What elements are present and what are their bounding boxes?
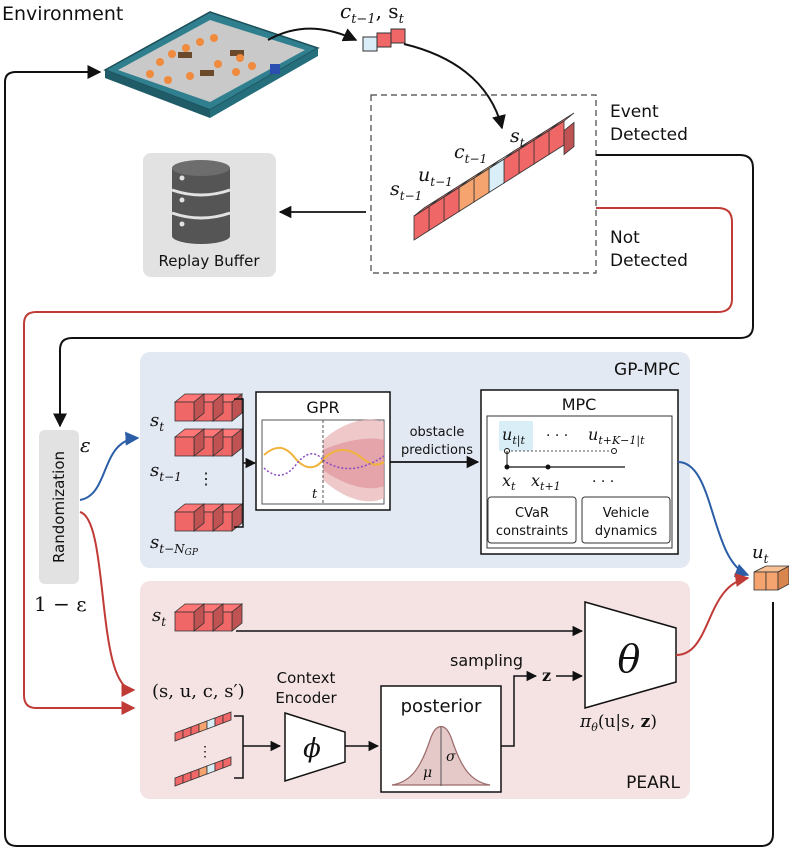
sigma-label: σ xyxy=(446,749,456,765)
feedback-loop-line xyxy=(4,65,774,847)
gp-state-stack xyxy=(173,393,244,532)
replay-buffer-label: Replay Buffer xyxy=(158,252,260,270)
obstacle-predictions-line1: obstacle xyxy=(410,425,465,440)
vehicle-line2: dynamics xyxy=(595,524,658,539)
policy-network-shape xyxy=(584,601,677,709)
gp-state-label-0: st xyxy=(150,410,164,434)
environment-icon xyxy=(103,11,320,118)
cvar-line1: CVaR xyxy=(515,506,549,521)
gpr-title: GPR xyxy=(306,398,339,417)
mu-label: μ xyxy=(423,765,432,781)
transition-row0-cell6 xyxy=(222,711,232,724)
event-vector-sprev-label: st−1 xyxy=(390,178,422,203)
sampling-label: sampling xyxy=(450,651,523,670)
one-minus-epsilon-label: 1 − ε xyxy=(34,592,87,616)
gpr-t-label: t xyxy=(312,487,318,502)
transition-stack xyxy=(174,711,232,787)
pearl-state-cubes xyxy=(173,603,244,632)
phi-symbol: ϕ xyxy=(303,734,321,764)
randomization-label: Randomization xyxy=(50,451,68,563)
gp-state-label-2: st−NGP xyxy=(150,532,199,558)
event-cube-end-side xyxy=(563,121,575,156)
context-encoder-line2: Encoder xyxy=(275,689,337,707)
randomization-to-pearl-arrow xyxy=(79,511,136,697)
cvar-constraints-box xyxy=(487,496,577,544)
vehicle-line1: Vehicle xyxy=(603,506,650,521)
not-detected-line2: Detected xyxy=(610,251,688,271)
mpc-u-last: ut+K−1|t xyxy=(588,425,645,448)
mpc-x-next: xt+1 xyxy=(531,471,561,493)
observation-label: ct−1, st xyxy=(340,0,405,27)
vehicle-dynamics-box xyxy=(581,496,671,544)
gp-state-vdots: ⋮ xyxy=(198,469,214,488)
pearl-state-cube-0-front xyxy=(174,611,195,632)
mpc-u-first: ut|t xyxy=(502,425,525,448)
mpc-title: MPC xyxy=(562,395,597,414)
transition-tuple-label: (s, u, c, s′) xyxy=(152,681,245,702)
observation-to-event-arrow xyxy=(403,43,506,130)
policy-to-output-arrow xyxy=(675,573,750,656)
policy-label: πθ(u|s, z) xyxy=(579,712,657,734)
env-to-observation-arrow xyxy=(267,27,358,42)
event-detected-line xyxy=(53,154,754,428)
mpc-u-dots: · · · xyxy=(546,428,568,444)
mpc-to-output-arrow xyxy=(677,461,750,577)
observation-vector xyxy=(362,28,406,52)
environment-label: Environment xyxy=(2,3,123,25)
randomization-block xyxy=(39,430,79,584)
epsilon-label: ε xyxy=(80,433,91,457)
mpc-x-dots: · · · xyxy=(592,474,614,490)
event-detected-line1: Event xyxy=(610,102,659,122)
posterior-to-z-arrow xyxy=(501,670,538,747)
gaussian-curve xyxy=(391,725,491,786)
context-encoder-shape xyxy=(284,711,346,783)
mpc-inner-box xyxy=(486,415,673,549)
transition-bracket xyxy=(234,715,280,779)
gp-cube-row1-0-front xyxy=(174,436,195,457)
event-detected-line2: Detected xyxy=(610,125,688,145)
not-detected-line1: Not xyxy=(610,228,640,248)
event-cube-0-top xyxy=(413,198,440,217)
randomization-to-gpmpc-arrow xyxy=(79,431,140,501)
context-encoder-line1: Context xyxy=(277,669,336,687)
output-cubes xyxy=(753,565,789,591)
posterior-title: posterior xyxy=(401,696,482,717)
transition-vdots: ⋮ xyxy=(198,744,212,760)
cvar-line2: constraints xyxy=(496,524,568,539)
gpr-plot xyxy=(261,419,385,505)
event-detection-box xyxy=(370,94,597,274)
gp-cube-row0-0-front xyxy=(174,401,195,422)
event-vector-c-label: ct−1 xyxy=(454,141,487,166)
obstacle-predictions-line2: predictions xyxy=(401,443,473,458)
event-vector-s-label: st xyxy=(510,125,525,150)
theta-symbol: θ xyxy=(618,637,641,681)
gp-state-label-1: st−1 xyxy=(150,460,182,484)
z-label: z xyxy=(542,666,551,685)
output-u-label: ut xyxy=(752,542,769,566)
pearl-title: PEARL xyxy=(626,773,680,793)
mpc-input-timeline xyxy=(504,448,625,470)
database-icon xyxy=(171,160,231,244)
mpc-first-input-highlight xyxy=(499,421,533,451)
event-vector-u-label: ut−1 xyxy=(418,164,453,189)
transition-row1-cell6 xyxy=(222,756,232,769)
mpc-x-first: xt xyxy=(502,471,516,493)
gp-cube-row2-0-front xyxy=(174,511,195,532)
pearl-state-label: st xyxy=(152,605,166,629)
gp-mpc-title: GP-MPC xyxy=(614,360,680,380)
gp-state-bracket xyxy=(234,398,255,528)
not-detected-line xyxy=(23,207,733,715)
event-vector xyxy=(413,112,575,241)
